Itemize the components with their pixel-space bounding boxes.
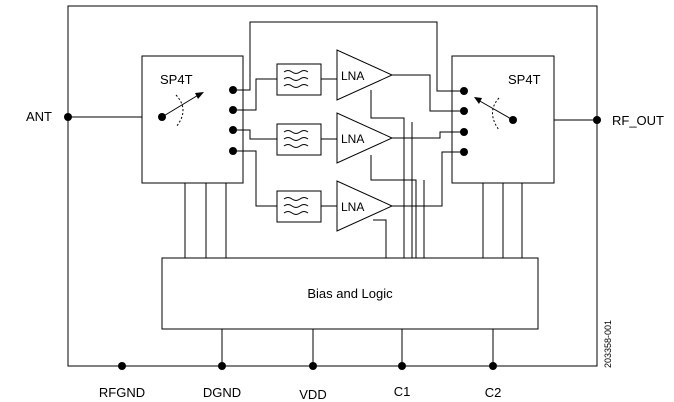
switch-control-bus-right xyxy=(482,183,523,258)
rf-out-pin xyxy=(593,116,601,124)
c1-pin xyxy=(398,362,406,370)
dgnd-label: DGND xyxy=(203,385,241,400)
lna-1 xyxy=(336,49,394,101)
lna-bias-wires xyxy=(370,90,425,258)
lna-1-label: LNA xyxy=(341,69,364,83)
vdd-label: VDD xyxy=(299,387,326,402)
switch-left-label: SP4T xyxy=(160,72,193,87)
c2-pin xyxy=(489,362,497,370)
switch-right-label: SP4T xyxy=(508,72,541,87)
switch-left-arc xyxy=(175,94,184,128)
rfgnd-label: RFGND xyxy=(99,385,145,400)
rfgnd-pin xyxy=(118,362,126,370)
part-number: 203358-001 xyxy=(603,320,613,368)
filter-3 xyxy=(276,190,322,223)
left-to-filter-wires xyxy=(233,21,464,207)
bias-logic-block xyxy=(161,257,539,330)
vdd-pin xyxy=(309,362,317,370)
switch-control-bus-left xyxy=(184,183,227,258)
dgnd-pin xyxy=(218,362,226,370)
filter-to-lna-wires xyxy=(321,78,337,207)
switch-left-arrow xyxy=(195,92,204,99)
ant-label: ANT xyxy=(26,109,52,124)
bottom-pin-wires xyxy=(221,329,494,366)
switch-left-arm xyxy=(161,93,201,118)
switch-right-arm xyxy=(477,99,514,121)
bias-logic-label: Bias and Logic xyxy=(307,286,393,301)
switch-left xyxy=(141,55,244,184)
switch-right-arrow xyxy=(474,97,482,104)
lna-3-label: LNA xyxy=(341,200,364,214)
switch-right-arc xyxy=(492,97,500,131)
ant-pin xyxy=(64,113,72,121)
c1-label: C1 xyxy=(394,384,411,399)
c2-label: C2 xyxy=(485,385,502,400)
lna-to-right-wires xyxy=(392,74,464,207)
lna-2-label: LNA xyxy=(341,132,364,146)
filter-2 xyxy=(276,123,322,156)
rf-out-label: RF_OUT xyxy=(612,113,664,128)
filter-1 xyxy=(276,63,322,96)
lna-2 xyxy=(336,112,394,164)
